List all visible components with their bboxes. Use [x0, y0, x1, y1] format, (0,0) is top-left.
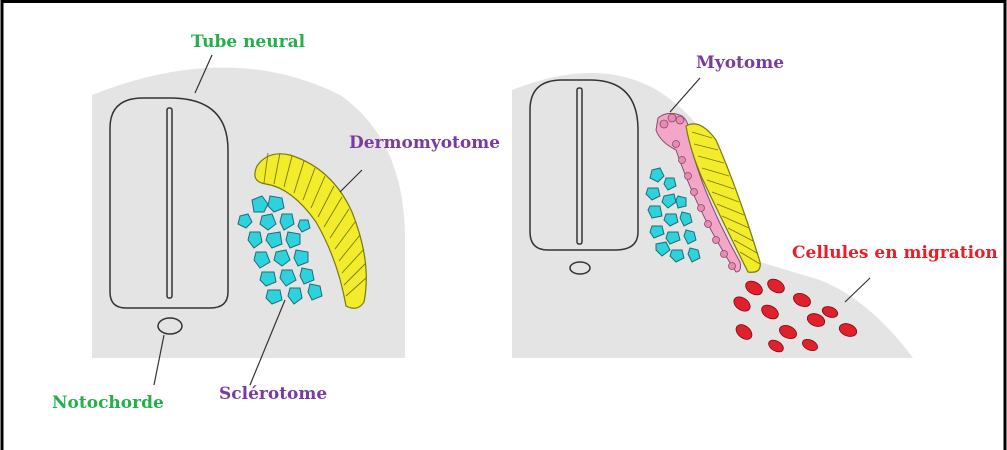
left-panel [92, 55, 405, 385]
label-myotome: Myotome [696, 53, 784, 73]
label-cellules-migration: Cellules en migration [792, 243, 998, 263]
left-tissue [92, 68, 405, 359]
label-dermomyotome: Dermomyotome [349, 133, 500, 153]
label-notochorde: Notochorde [52, 393, 164, 413]
right-panel [512, 73, 913, 358]
label-tube-neural: Tube neural [191, 32, 306, 52]
label-sclerotome: Sclérotome [219, 384, 327, 404]
